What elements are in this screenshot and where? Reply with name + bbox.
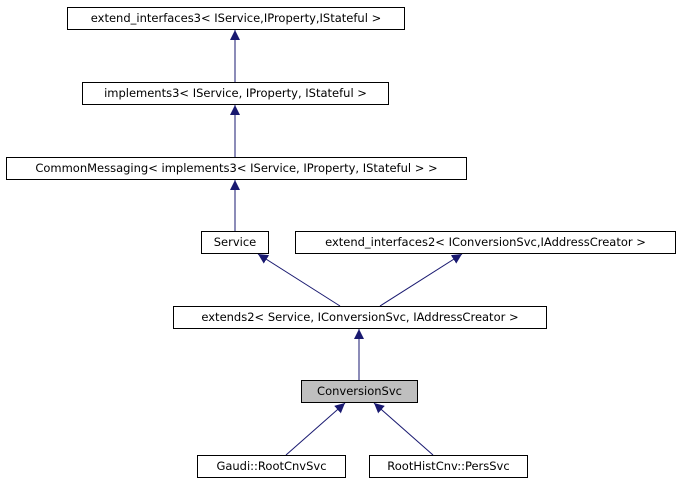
edge-extends2-to-service — [257, 253, 341, 307]
class-node-implements3[interactable]: implements3< IService, IProperty, IState… — [82, 82, 389, 105]
class-node-conversion-svc-current: ConversionSvc — [301, 380, 418, 403]
class-node-roothistcnv-pers-svc[interactable]: RootHistCnv::PersSvc — [369, 455, 528, 478]
class-node-extend-interfaces2[interactable]: extend_interfaces2< IConversionSvc,IAddr… — [295, 231, 676, 254]
edge-rootcnvsvc-to-conversionsvc — [285, 402, 346, 456]
class-node-common-messaging[interactable]: CommonMessaging< implements3< IService, … — [6, 157, 467, 180]
class-node-extend-interfaces3[interactable]: extend_interfaces3< IService,IProperty,I… — [67, 7, 405, 30]
class-node-extends2[interactable]: extends2< Service, IConversionSvc, IAddr… — [173, 306, 547, 329]
class-node-service[interactable]: Service — [201, 231, 269, 254]
class-node-gaudi-root-cnv-svc[interactable]: Gaudi::RootCnvSvc — [197, 455, 346, 478]
edge-extends2-to-extend-interfaces2 — [379, 253, 463, 307]
edge-perssvc-to-conversionsvc — [373, 402, 434, 456]
